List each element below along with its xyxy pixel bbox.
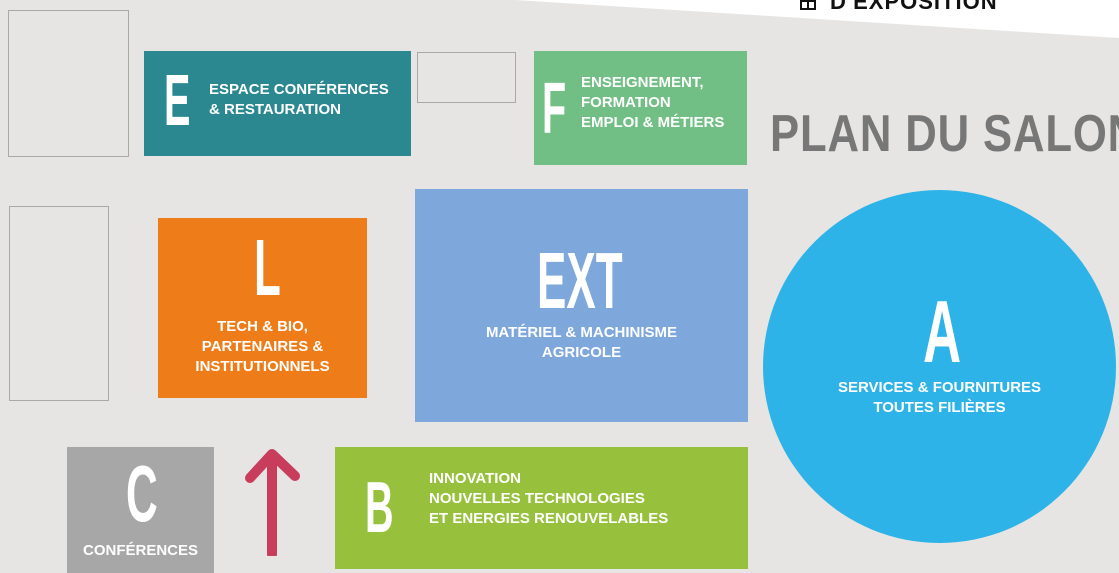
zone-a-label: SERVICES & FOURNITURES TOUTES FILIÈRES bbox=[837, 379, 1042, 416]
zone-l-letter: L bbox=[254, 223, 281, 312]
header: D'EXPOSITION bbox=[800, 0, 998, 15]
zone-c[interactable]: C CONFÉRENCES bbox=[67, 447, 214, 573]
zone-b[interactable]: B INNOVATION NOUVELLES TECHNOLOGIES ET E… bbox=[335, 447, 748, 569]
zone-c-letter: C bbox=[126, 449, 158, 538]
zone-ext-letter: EXT bbox=[537, 236, 623, 325]
header-text: D'EXPOSITION bbox=[830, 0, 998, 14]
zone-c-label: CONFÉRENCES bbox=[82, 542, 198, 559]
zone-l[interactable]: L TECH & BIO, PARTENAIRES & INSTITUTIONN… bbox=[158, 218, 367, 398]
zone-b-letter: B bbox=[365, 468, 394, 548]
page-title: PLAN DU SALON bbox=[770, 105, 1119, 163]
zone-ext-label: MATÉRIEL & MACHINISME AGRICOLE bbox=[485, 324, 678, 361]
zone-a-letter: A bbox=[923, 282, 962, 381]
zone-f-label: ENSEIGNEMENT, FORMATION EMPLOI & MÉTIERS bbox=[581, 74, 725, 131]
zone-e[interactable]: E ESPACE CONFÉRENCES & RESTAURATION bbox=[144, 51, 411, 156]
empty-stand-3 bbox=[9, 206, 109, 401]
zone-l-label: TECH & BIO, PARTENAIRES & INSTITUTIONNEL… bbox=[195, 318, 330, 375]
zone-a[interactable]: A SERVICES & FOURNITURES TOUTES FILIÈRES bbox=[763, 190, 1116, 543]
empty-stand-2 bbox=[417, 52, 516, 103]
zone-b-label: INNOVATION NOUVELLES TECHNOLOGIES ET ENE… bbox=[429, 470, 669, 527]
zone-f[interactable]: F ENSEIGNEMENT, FORMATION EMPLOI & MÉTIE… bbox=[534, 51, 747, 165]
up-arrow-icon bbox=[245, 449, 300, 556]
zone-f-letter: F bbox=[542, 69, 567, 149]
building-icon bbox=[800, 0, 816, 10]
zone-ext[interactable]: EXT MATÉRIEL & MACHINISME AGRICOLE bbox=[415, 189, 748, 422]
zone-e-label: ESPACE CONFÉRENCES & RESTAURATION bbox=[209, 81, 389, 118]
zone-e-letter: E bbox=[164, 61, 191, 141]
empty-stand-1 bbox=[8, 10, 129, 157]
